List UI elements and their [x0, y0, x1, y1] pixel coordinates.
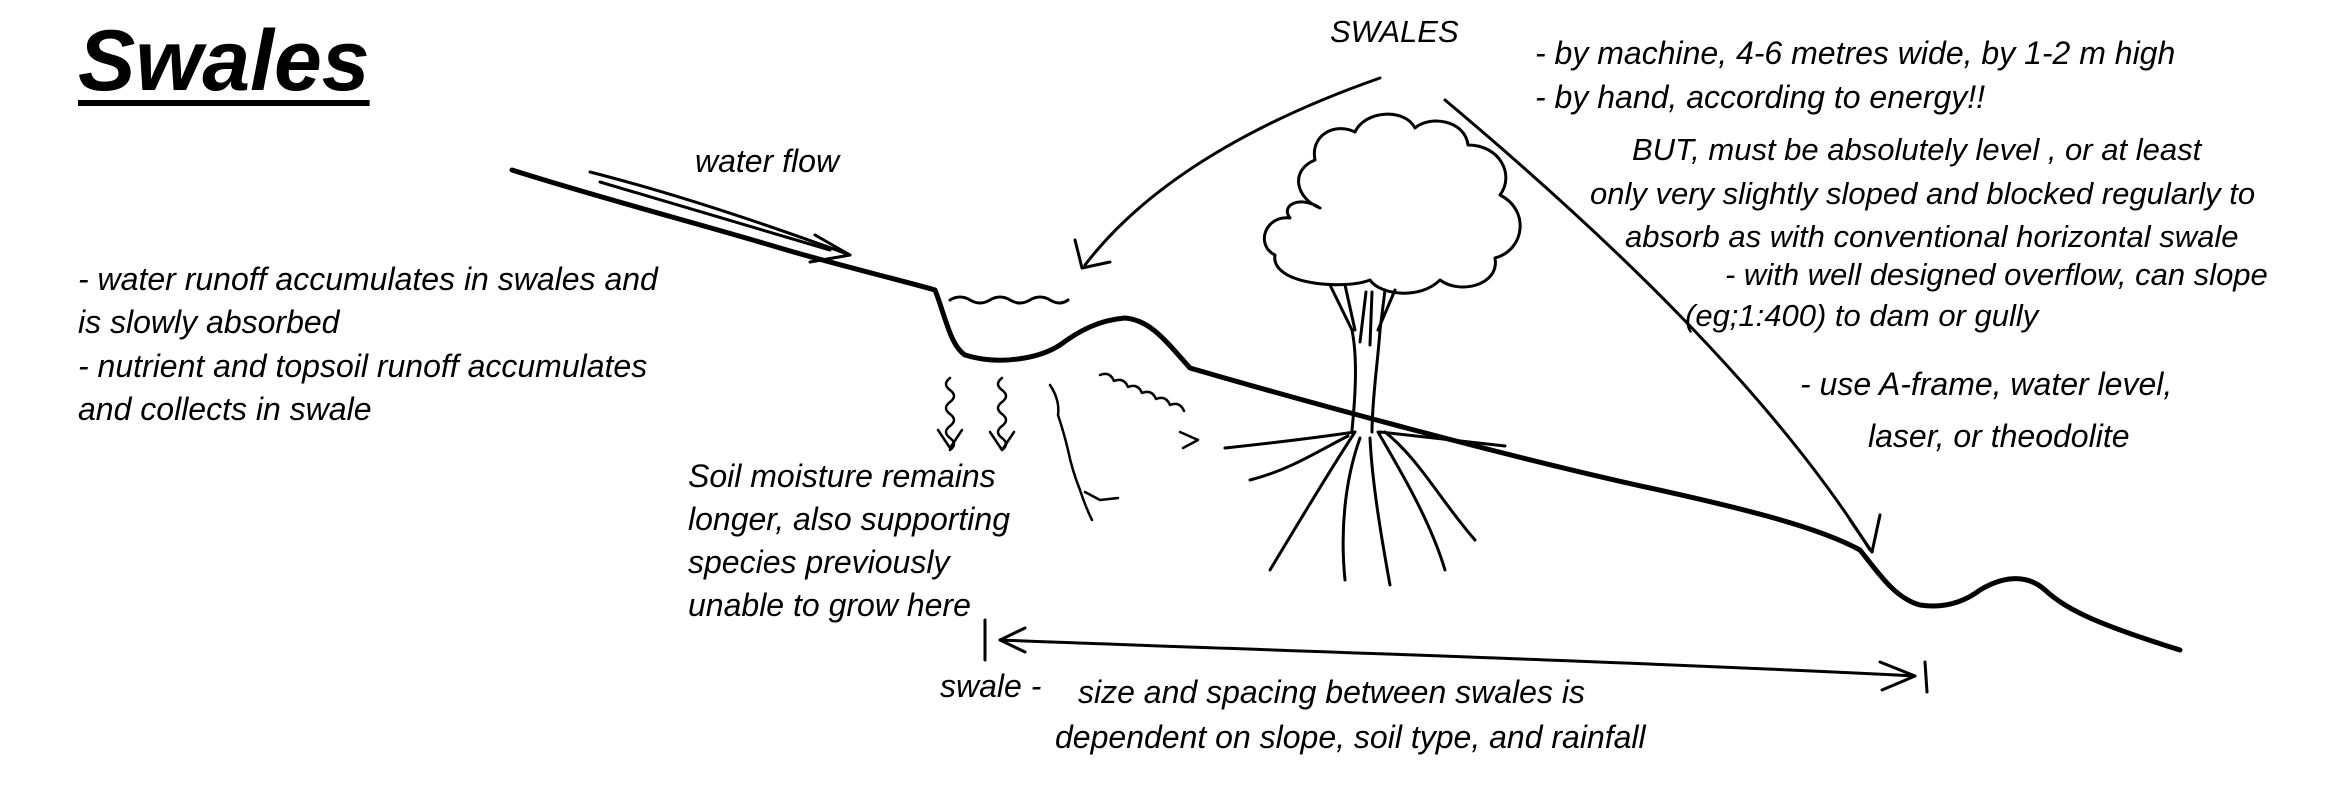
construction-note: (eg;1:400) to dam or gully — [1685, 298, 2039, 333]
tree-canopy — [1262, 112, 1522, 295]
level-tools-line: laser, or theodolite — [1868, 418, 2130, 454]
soil-moisture-line: unable to grow here — [688, 587, 971, 623]
spacing-note-line: dependent on slope, soil type, and rainf… — [1055, 719, 1646, 755]
swale-water-surface — [948, 295, 1070, 305]
runoff-note: - nutrient and topsoil runoff accumulate… — [78, 348, 648, 384]
swales-pointer-arrows — [1073, 76, 1882, 554]
swale-marker-label: swale - — [940, 668, 1042, 704]
construction-note: - by hand, according to energy!! — [1535, 79, 1986, 115]
construction-note: BUT, must be absolutely level , or at le… — [1632, 132, 2202, 167]
runoff-note: is slowly absorbed — [78, 304, 340, 340]
tree-roots — [1223, 430, 1507, 587]
construction-note: - with well designed overflow, can slope — [1725, 257, 2268, 292]
level-tools-line: - use A-frame, water level, — [1800, 366, 2173, 402]
runoff-note: - water runoff accumulates in swales and — [78, 261, 658, 297]
runoff-note: and collects in swale — [78, 391, 372, 427]
ground-slope-line — [509, 167, 2183, 653]
construction-note: - by machine, 4-6 metres wide, by 1-2 m … — [1535, 35, 2176, 71]
soil-moisture-line: species previously — [688, 544, 950, 580]
spacing-note-line: size and spacing between swales is — [1078, 674, 1585, 710]
infiltration-arrows — [936, 372, 1200, 522]
water-flow-label: water flow — [695, 143, 840, 179]
spacing-dimension-arrow — [983, 618, 1929, 694]
swales-label: SWALES — [1330, 14, 1459, 49]
tree-sketch — [1223, 112, 1522, 587]
tree-trunk — [1328, 283, 1397, 434]
soil-moisture-line: Soil moisture remains — [688, 458, 996, 494]
construction-note: only very slightly sloped and blocked re… — [1590, 176, 2256, 211]
water-flow-arrow — [588, 170, 852, 264]
construction-note: absorb as with conventional horizontal s… — [1625, 219, 2239, 254]
diagram-title: Swales — [78, 13, 370, 109]
soil-moisture-line: longer, also supporting — [688, 501, 1010, 537]
